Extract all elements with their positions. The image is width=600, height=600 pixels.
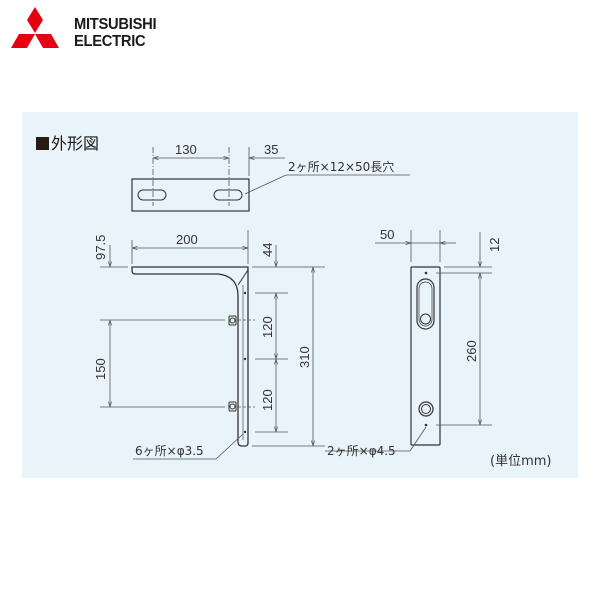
three-diamonds-logo-icon (11, 7, 59, 48)
slot-note: 2ヶ所×12×50長穴 (288, 159, 394, 174)
dim-hole-spacing-lower: 120 (260, 389, 275, 411)
panel-title: 外形図 (36, 130, 99, 154)
brand-name: MITSUBISHI ELECTRIC (74, 16, 157, 50)
brand-logo: MITSUBISHI ELECTRIC (8, 6, 188, 56)
brand-line1: MITSUBISHI (74, 16, 157, 33)
brand-line2: ELECTRIC (74, 33, 146, 50)
unit-label: (単位mm) (490, 454, 552, 469)
top-view (131, 147, 410, 212)
dim-total-height: 310 (297, 346, 312, 368)
side-view (100, 230, 325, 460)
dimension-panel: 外形図 (単位mm) (22, 112, 578, 478)
square-bullet-icon (36, 137, 49, 150)
dim-hole-span: 260 (464, 340, 479, 362)
dim-width: 50 (380, 227, 394, 242)
dim-edge-to-hole: 35 (264, 142, 278, 157)
hole-note-side: 6ヶ所×φ3.5 (135, 444, 204, 458)
dim-arm-length: 200 (176, 232, 198, 247)
dim-top-to-first-hole: 44 (260, 243, 275, 257)
dim-hole-spacing: 130 (175, 142, 197, 157)
dim-hole-pitch-left: 150 (93, 358, 108, 380)
dim-top-offset-front: 12 (487, 238, 502, 252)
panel-title-text: 外形図 (51, 134, 100, 153)
dim-hole-spacing-upper: 120 (260, 316, 275, 338)
hole-note-front: 2ヶ所×φ4.5 (327, 444, 396, 458)
front-view (325, 230, 492, 452)
dim-top-offset: 97.5 (93, 235, 108, 260)
